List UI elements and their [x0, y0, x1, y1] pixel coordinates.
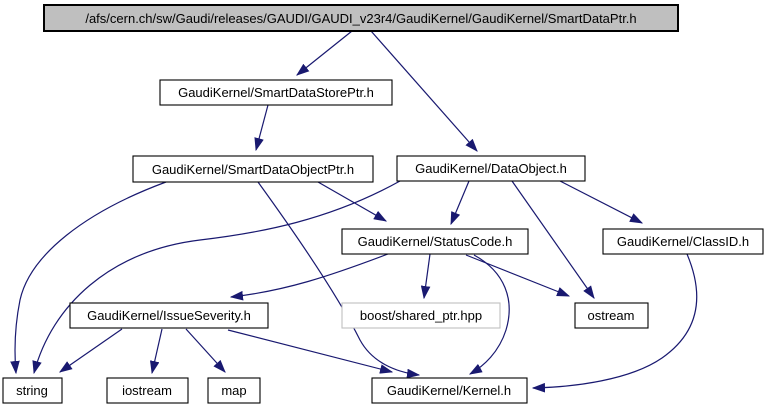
- edge-statuscode-to-kernel: [468, 254, 510, 375]
- node-box-iostream: [106, 377, 189, 404]
- edge-statuscode-to-issueseverity: [229, 253, 389, 301]
- node-label-map: map: [221, 383, 246, 398]
- node-box-kernel[interactable]: [371, 377, 528, 404]
- node-label-boost-shared-ptr: boost/shared_ptr.hpp: [360, 308, 482, 323]
- node-label-smartdataptr: /afs/cern.ch/sw/Gaudi/releases/GAUDI/GAU…: [85, 11, 636, 26]
- node-label-ostream: ostream: [588, 308, 635, 323]
- node-classid[interactable]: GaudiKernel/ClassID.h: [602, 228, 764, 255]
- edge-dataobject-to-ostream: [511, 180, 595, 299]
- node-label-smartdatastoreptr: GaudiKernel/SmartDataStorePtr.h: [178, 85, 374, 100]
- edge-smartdataptr-to-smartdatastoreptr: [296, 30, 353, 76]
- node-box-classid[interactable]: [602, 228, 764, 255]
- edge-smartdataobjectptr-to-string: [10, 181, 167, 375]
- edge-smartdataobjectptr-to-kernel: [257, 181, 421, 379]
- edge-statuscode-to-boost: [420, 253, 431, 300]
- node-smartdataptr[interactable]: /afs/cern.ch/sw/Gaudi/releases/GAUDI/GAU…: [43, 4, 679, 32]
- node-statuscode[interactable]: GaudiKernel/StatusCode.h: [341, 228, 529, 255]
- edge-smartdataobjectptr-to-statuscode: [317, 181, 388, 222]
- edge-dataobject-to-string: [32, 180, 401, 375]
- edge-issueseverity-to-kernel: [227, 329, 394, 374]
- edge-classid-to-kernel: [531, 253, 698, 393]
- edge-dataobject-to-classid: [559, 180, 644, 224]
- node-map: map: [207, 377, 261, 404]
- node-label-issueseverity: GaudiKernel/IssueSeverity.h: [87, 308, 251, 323]
- node-label-smartdataobjectptr: GaudiKernel/SmartDataObjectPtr.h: [152, 162, 354, 177]
- edge-dataobject-to-statuscode: [450, 180, 470, 226]
- node-box-boost-shared-ptr: [341, 302, 501, 329]
- node-box-smartdataptr[interactable]: [43, 4, 679, 32]
- node-box-smartdatastoreptr[interactable]: [159, 79, 393, 106]
- node-box-map: [207, 377, 261, 404]
- node-ostream: ostream: [574, 302, 649, 329]
- node-box-dataobject[interactable]: [396, 155, 586, 182]
- node-box-issueseverity[interactable]: [69, 302, 269, 329]
- edge-issueseverity-to-map: [185, 328, 226, 373]
- node-string: string: [2, 377, 63, 404]
- node-box-smartdataobjectptr[interactable]: [132, 155, 374, 183]
- node-label-kernel: GaudiKernel/Kernel.h: [387, 383, 511, 398]
- node-label-classid: GaudiKernel/ClassID.h: [617, 234, 749, 249]
- edge-issueseverity-to-string: [59, 328, 123, 373]
- node-box-statuscode[interactable]: [341, 228, 529, 255]
- node-boost-shared-ptr: boost/shared_ptr.hpp: [341, 302, 501, 329]
- edge-smartdatastoreptr-to-smartdataobjectptr: [254, 104, 269, 152]
- node-kernel[interactable]: GaudiKernel/Kernel.h: [371, 377, 528, 404]
- node-smartdatastoreptr[interactable]: GaudiKernel/SmartDataStorePtr.h: [159, 79, 393, 106]
- edge-smartdataptr-to-dataobject: [370, 30, 478, 152]
- node-dataobject[interactable]: GaudiKernel/DataObject.h: [396, 155, 586, 182]
- node-label-dataobject: GaudiKernel/DataObject.h: [415, 161, 567, 176]
- edge-statuscode-to-ostream: [465, 254, 571, 297]
- node-box-ostream: [574, 302, 649, 329]
- node-issueseverity[interactable]: GaudiKernel/IssueSeverity.h: [69, 302, 269, 329]
- node-label-iostream: iostream: [122, 383, 172, 398]
- node-label-statuscode: GaudiKernel/StatusCode.h: [358, 234, 513, 249]
- edge-issueseverity-to-iostream: [149, 328, 163, 375]
- node-label-string: string: [16, 383, 48, 398]
- node-box-string: [2, 377, 63, 404]
- node-iostream: iostream: [106, 377, 189, 404]
- node-smartdataobjectptr[interactable]: GaudiKernel/SmartDataObjectPtr.h: [132, 155, 374, 183]
